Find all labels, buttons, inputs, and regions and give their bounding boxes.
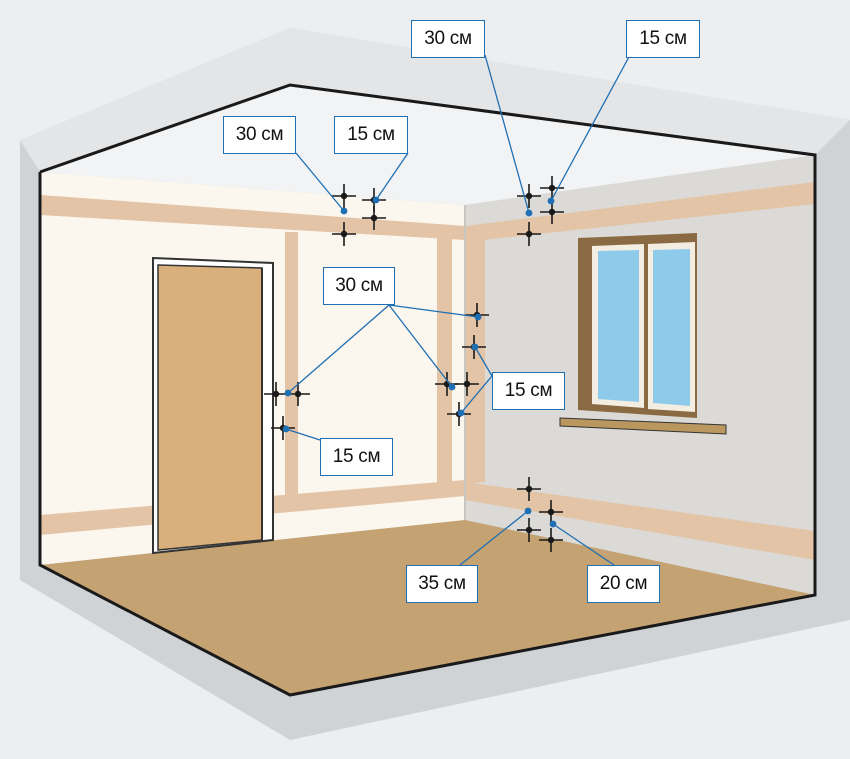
socket-point [547, 508, 555, 516]
label-middle-15: 15 см [492, 372, 565, 410]
right-wall-top-stripe [465, 182, 815, 242]
ceiling [40, 85, 815, 205]
floor [40, 520, 815, 695]
socket-point [340, 230, 348, 238]
lead-middle-30-corner-dot [448, 383, 456, 391]
left-wall-vertical-stripe-b [437, 237, 452, 484]
mark-ceiling-left-b [332, 222, 356, 246]
socket-point [525, 230, 533, 238]
lead-ceiling-left-15 [375, 152, 409, 201]
mark-mid-d [455, 372, 479, 396]
mark-ceiling-left-d [362, 206, 386, 230]
mark-door-a [264, 382, 288, 406]
mark-ceiling-right-b [517, 222, 541, 246]
left-wall-top-stripe [40, 195, 465, 240]
lead-ceiling-right-30-dot [525, 209, 533, 217]
socket-point [525, 192, 533, 200]
mark-floor-d [539, 528, 563, 552]
socket-point [525, 485, 533, 493]
socket-point [340, 192, 348, 200]
label-door-15: 15 см [320, 438, 393, 476]
socket-point [463, 380, 471, 388]
lead-door-15 [285, 428, 321, 441]
mark-floor-b [517, 518, 541, 542]
lead-floor-35 [459, 510, 529, 566]
lead-ceiling-left-30 [295, 152, 345, 212]
mark-floor-a [517, 477, 541, 501]
lead-middle-30-corner [388, 304, 453, 388]
label-floor-20: 20 см [587, 565, 660, 603]
room-edges [38, 83, 817, 697]
label-ceiling-right-15: 15 см [626, 20, 700, 58]
label-ceiling-left-30: 30 см [223, 116, 296, 154]
left-wall-vertical-stripe-a [285, 232, 298, 497]
lead-middle-15-top [474, 346, 493, 377]
socket-point [370, 214, 378, 222]
lead-middle-15-bottom-dot [457, 409, 465, 417]
label-ceiling-left-15: 15 см [334, 116, 408, 154]
lead-ceiling-right-15 [550, 54, 631, 202]
lead-middle-15-top-dot [471, 343, 479, 351]
lead-floor-20 [552, 523, 615, 566]
lead-middle-30-door-dot [284, 389, 292, 397]
lead-ceiling-left-15-dot [372, 196, 380, 204]
mark-ceiling-right-a [517, 184, 541, 208]
lead-door-15-dot [282, 425, 290, 433]
socket-point [272, 390, 280, 398]
lead-middle-30-top [388, 304, 479, 318]
lead-ceiling-right-15-dot [547, 197, 555, 205]
lead-floor-20-dot [549, 520, 557, 528]
socket-point [548, 208, 556, 216]
lead-middle-30-top-dot [474, 313, 482, 321]
mark-floor-c [539, 500, 563, 524]
leader-lines [282, 54, 631, 566]
right-wall-floor-stripe [465, 482, 815, 560]
room-shell-top [20, 28, 850, 172]
socket-point [525, 526, 533, 534]
lead-floor-35-dot [524, 507, 532, 515]
mark-ceiling-right-c [540, 176, 564, 200]
socket-point [547, 536, 555, 544]
right-wall-vertical-stripe [465, 238, 485, 484]
label-ceiling-right-30: 30 см [411, 20, 485, 58]
door [157, 264, 263, 551]
lead-middle-15-bottom [460, 375, 493, 414]
socket-point [548, 184, 556, 192]
window-glass-left [598, 250, 639, 402]
lead-ceiling-right-30 [484, 54, 530, 214]
label-floor-35: 35 см [406, 565, 478, 603]
lead-middle-30-door [287, 304, 390, 394]
window-sill [559, 417, 727, 435]
label-middle-30: 30 см [323, 267, 395, 305]
socket-point [294, 390, 302, 398]
window-glass-right [653, 249, 690, 406]
lead-ceiling-left-30-dot [340, 207, 348, 215]
mark-ceiling-left-a [332, 184, 356, 208]
